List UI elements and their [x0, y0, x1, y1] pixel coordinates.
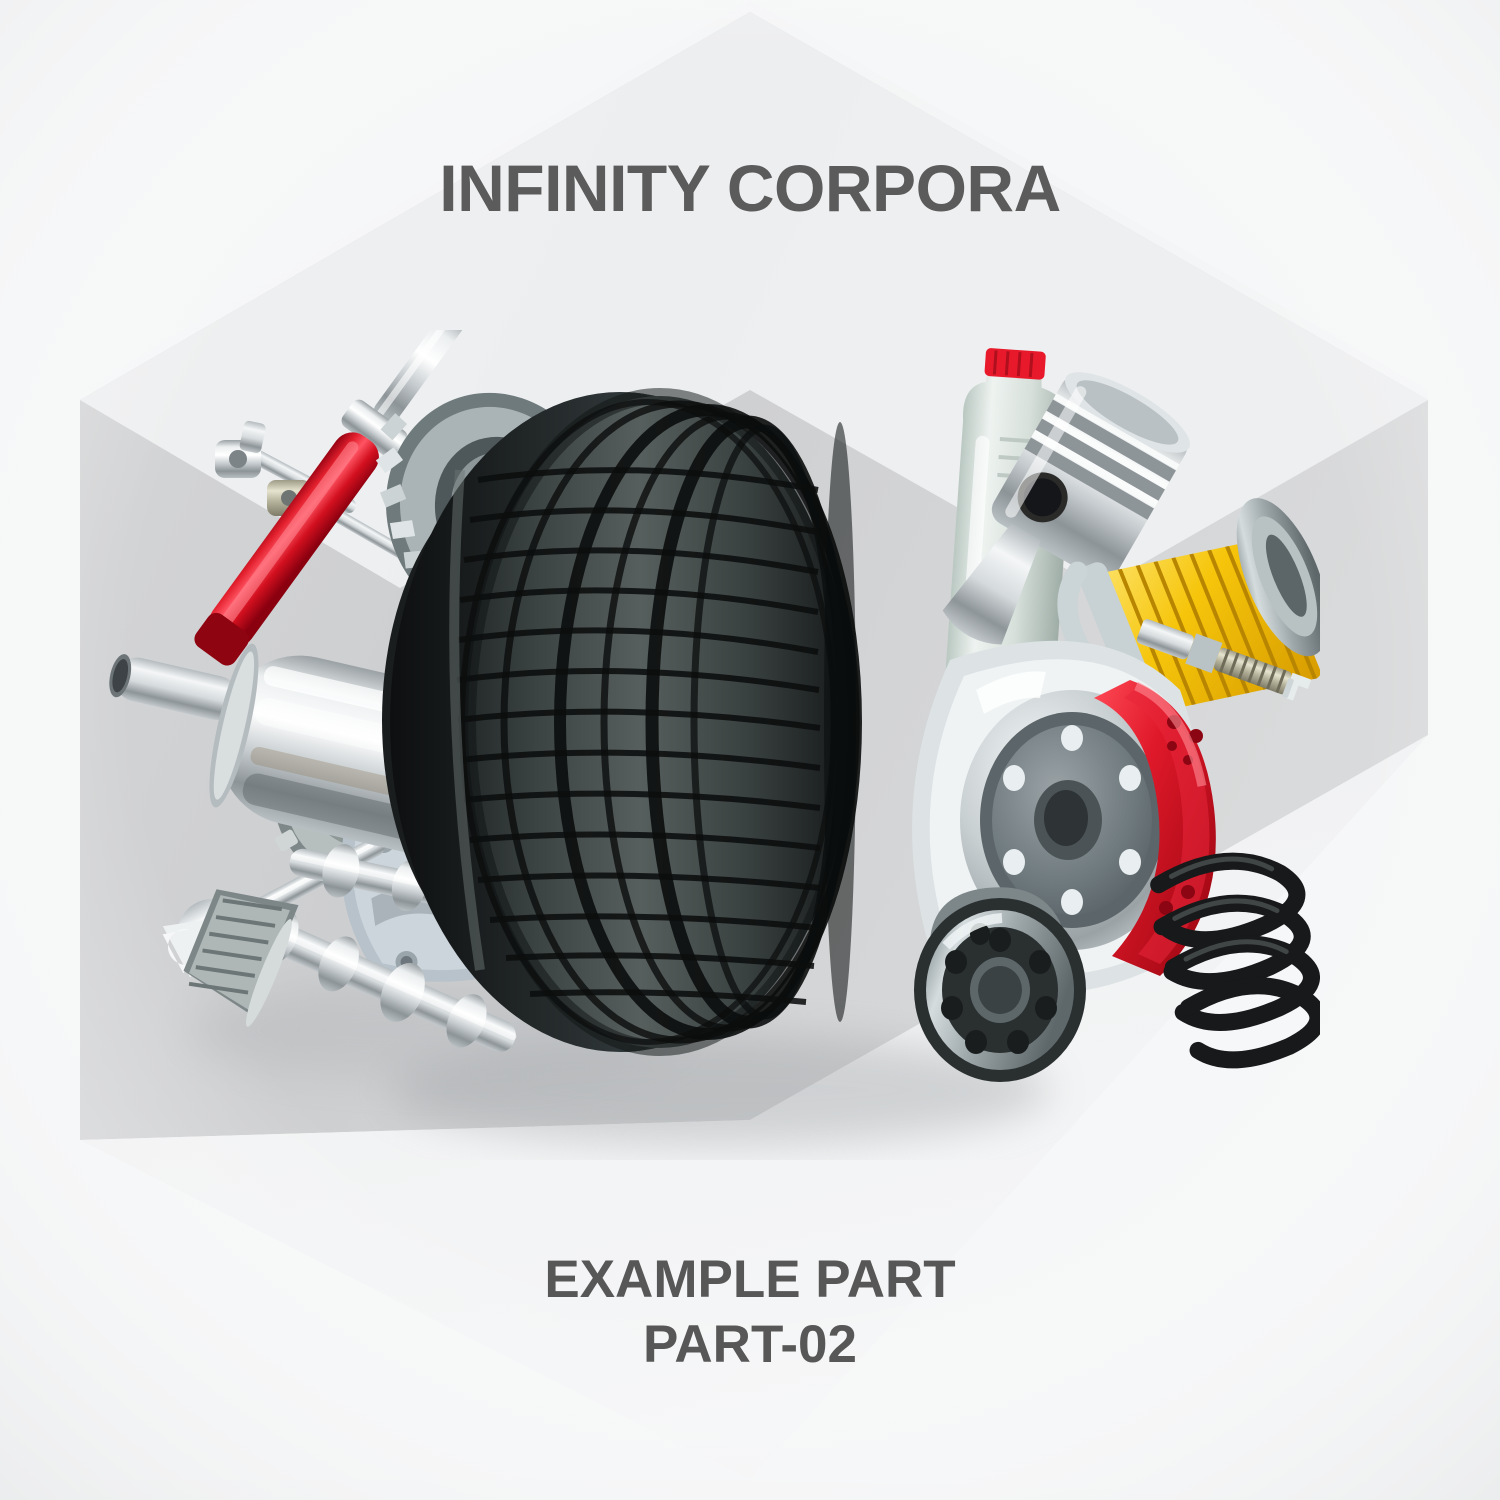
helical-gear — [183, 889, 299, 1027]
tire — [382, 388, 862, 1056]
part-name: EXAMPLE PART — [544, 1249, 956, 1309]
coil-spring — [1150, 852, 1320, 1069]
part-number: PART-02 — [642, 1315, 858, 1375]
product-illustration — [60, 330, 1320, 1160]
camshaft — [238, 907, 517, 1052]
shock-absorber — [194, 330, 464, 666]
spark-plug — [1136, 619, 1312, 701]
page-title: INFINITY CORPORA — [439, 151, 1061, 225]
part-caption: EXAMPLE PART PART-02 — [0, 1247, 1500, 1378]
oil-filter — [914, 887, 1086, 1082]
piston — [942, 372, 1190, 645]
